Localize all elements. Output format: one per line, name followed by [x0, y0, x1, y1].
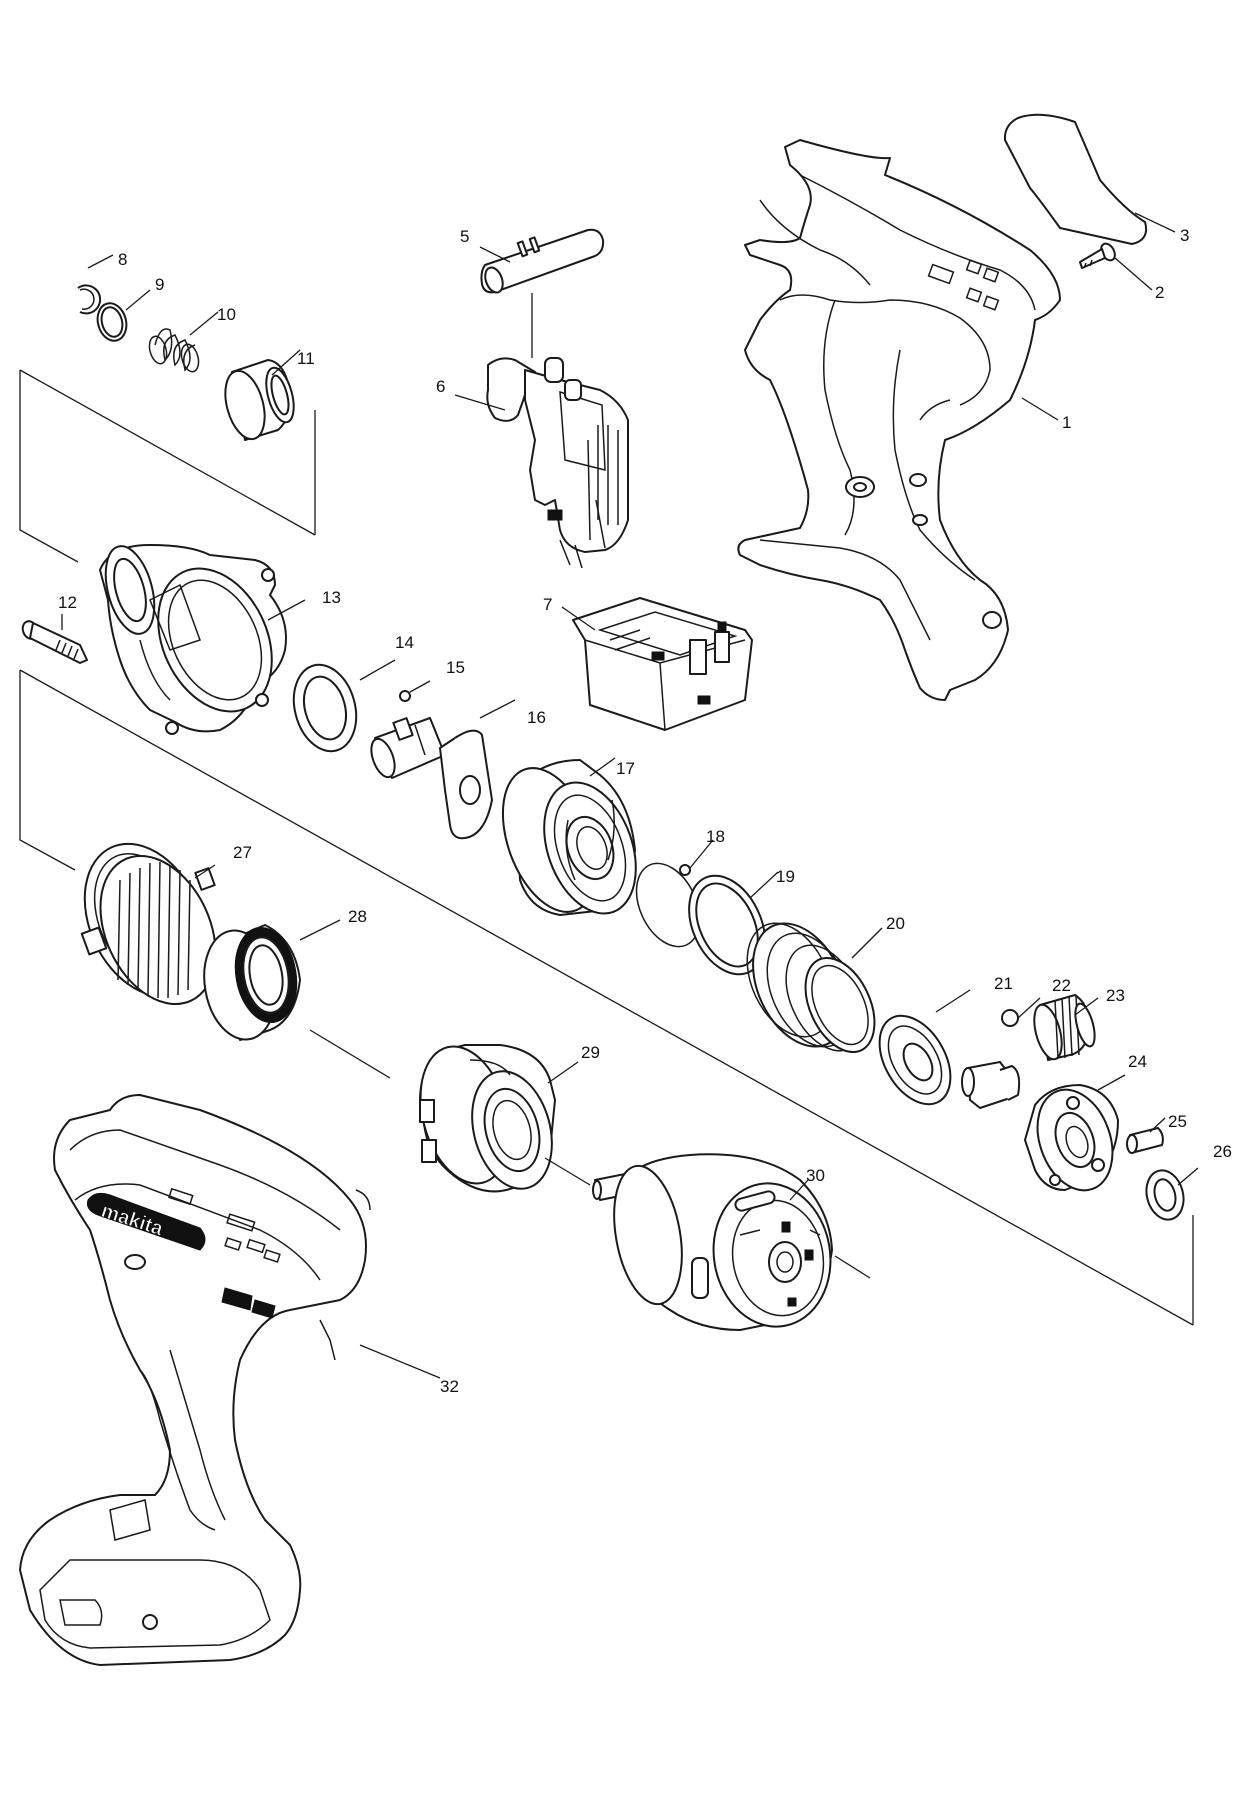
- callout-17: 17: [616, 759, 635, 778]
- part-15-steel-ball: [399, 690, 411, 702]
- part-23-spur-gear: [1033, 994, 1096, 1061]
- callout-26: 26: [1213, 1142, 1232, 1161]
- part-30-motor: [592, 1153, 833, 1331]
- callout-9: 9: [155, 275, 164, 294]
- part-8-retaining-ring: [77, 284, 102, 315]
- callout-24: 24: [1128, 1052, 1147, 1071]
- callout-10: 10: [217, 305, 236, 324]
- callout-20: 20: [886, 914, 905, 933]
- part-17-hammer: [501, 759, 637, 916]
- callout-25: 25: [1168, 1112, 1187, 1131]
- part-22-steel-ball: [1001, 1009, 1019, 1027]
- callout-28: 28: [348, 907, 367, 926]
- part-32-housing: makita: [19, 1094, 371, 1666]
- part-14-washer: [292, 663, 358, 753]
- callout-11: 11: [297, 349, 315, 368]
- callout-29: 29: [581, 1043, 600, 1062]
- part-3-label-plate: [1003, 113, 1148, 245]
- part-25-pin: [1126, 1127, 1164, 1154]
- callout-6: 6: [436, 377, 445, 396]
- callout-22: 22: [1052, 976, 1071, 995]
- part-13-hammer-case: [99, 544, 287, 735]
- part-10-spring: [148, 328, 200, 373]
- callout-labels: 1 2 3 5 6 7 8 9 10 11 12 13 14 15 16 17 …: [58, 226, 1232, 1396]
- callout-1: 1: [1062, 413, 1071, 432]
- callout-16: 16: [527, 708, 546, 727]
- callout-23: 23: [1106, 986, 1125, 1005]
- part-9-washer: [96, 302, 128, 342]
- part-1-housing-set: [737, 139, 1061, 701]
- callout-12: 12: [58, 593, 77, 612]
- assembly-frame: [19, 369, 1194, 1326]
- callout-21: 21: [994, 974, 1013, 993]
- callout-7: 7: [543, 595, 552, 614]
- callout-30: 30: [806, 1166, 825, 1185]
- callout-27: 27: [233, 843, 252, 862]
- callout-18: 18: [706, 827, 725, 846]
- callout-8: 8: [118, 250, 127, 269]
- callout-19: 19: [776, 867, 795, 886]
- part-26-washer: [1145, 1169, 1185, 1221]
- leader-lines: [61, 212, 1199, 1379]
- part-24-spindle: [961, 1061, 1119, 1192]
- part-12-screw: [21, 620, 88, 664]
- part-16-anvil: [370, 717, 493, 840]
- part-7-terminal: [572, 597, 753, 731]
- part-2-screw: [1079, 242, 1116, 269]
- part-11-sleeve: [224, 359, 295, 441]
- part-29-gear-housing: [419, 1044, 556, 1193]
- part-20-spring: [746, 922, 876, 1054]
- part-27-ring: [80, 842, 217, 1006]
- callout-3: 3: [1180, 226, 1189, 245]
- part-21-washer: [878, 1014, 952, 1106]
- part-28-ball-bearing: [203, 924, 301, 1041]
- part-5-switch-lever: [480, 228, 605, 294]
- part-19-washer: [688, 874, 766, 976]
- callout-5: 5: [460, 227, 469, 246]
- callout-13: 13: [322, 588, 341, 607]
- callout-14: 14: [395, 633, 414, 652]
- callout-15: 15: [446, 658, 465, 677]
- callout-2: 2: [1155, 283, 1164, 302]
- callout-32: 32: [440, 1377, 459, 1396]
- part-6-switch: [486, 293, 629, 569]
